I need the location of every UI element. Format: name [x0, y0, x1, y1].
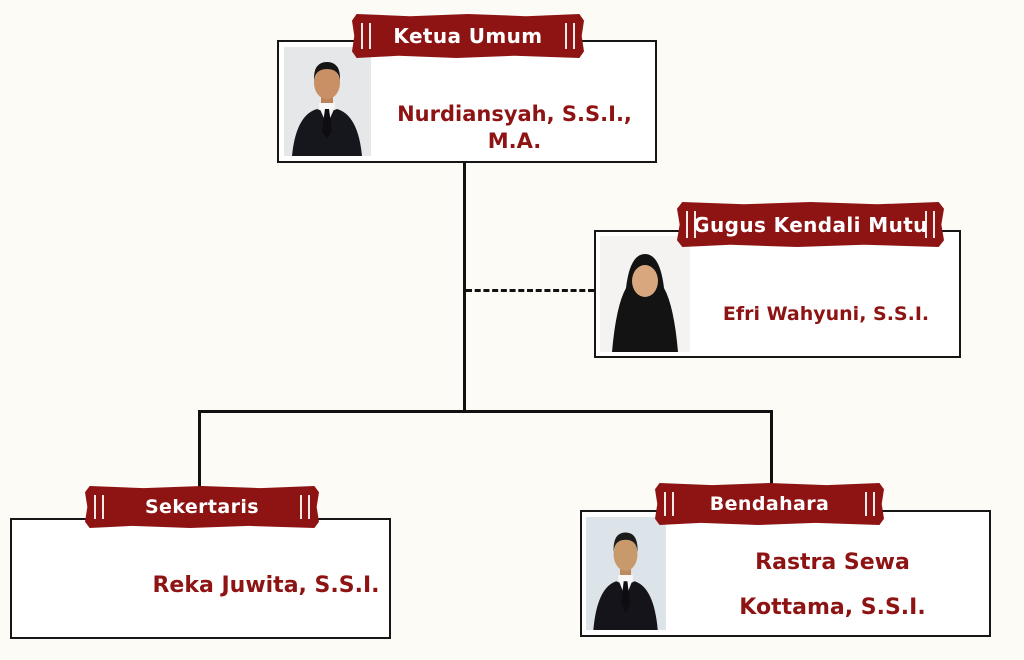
bendahara-title: Bendahara: [709, 493, 830, 515]
bendahara-banner: Bendahara: [655, 483, 884, 525]
ketua-umum-banner: Ketua Umum: [352, 14, 584, 58]
sekertaris-banner: Sekertaris: [85, 486, 319, 528]
ketua-umum-name: Nurdiansyah, S.S.I., M.A.: [397, 102, 632, 154]
gugus-kendali-mutu-name: Efri Wahyuni, S.S.I.: [722, 303, 930, 325]
ketua-umum-title: Ketua Umum: [393, 24, 543, 48]
gugus-kendali-mutu-photo: [600, 236, 690, 352]
bendahara-name: Rastra Sewa Kottama, S.S.I.: [685, 540, 980, 630]
bendahara-name-line1: Rastra Sewa: [755, 550, 910, 575]
connector-gugus-dashed: [466, 289, 594, 292]
node-sekertaris-box: [10, 518, 391, 639]
ketua-umum-photo: [284, 47, 371, 156]
connector-sekertaris-down: [198, 410, 201, 490]
sekertaris-name: Reka Juwita, S.S.I.: [152, 573, 380, 598]
bendahara-photo: [586, 517, 666, 630]
sekertaris-title: Sekertaris: [144, 496, 260, 518]
connector-bendahara-down: [770, 410, 773, 486]
bendahara-name-line2: Kottama, S.S.I.: [739, 595, 926, 620]
connector-ketua-down: [463, 163, 466, 412]
gugus-kendali-mutu-banner: Gugus Kendali Mutu: [677, 202, 944, 247]
gugus-kendali-mutu-title: Gugus Kendali Mutu: [693, 212, 928, 237]
connector-branch-horizontal: [198, 410, 773, 413]
